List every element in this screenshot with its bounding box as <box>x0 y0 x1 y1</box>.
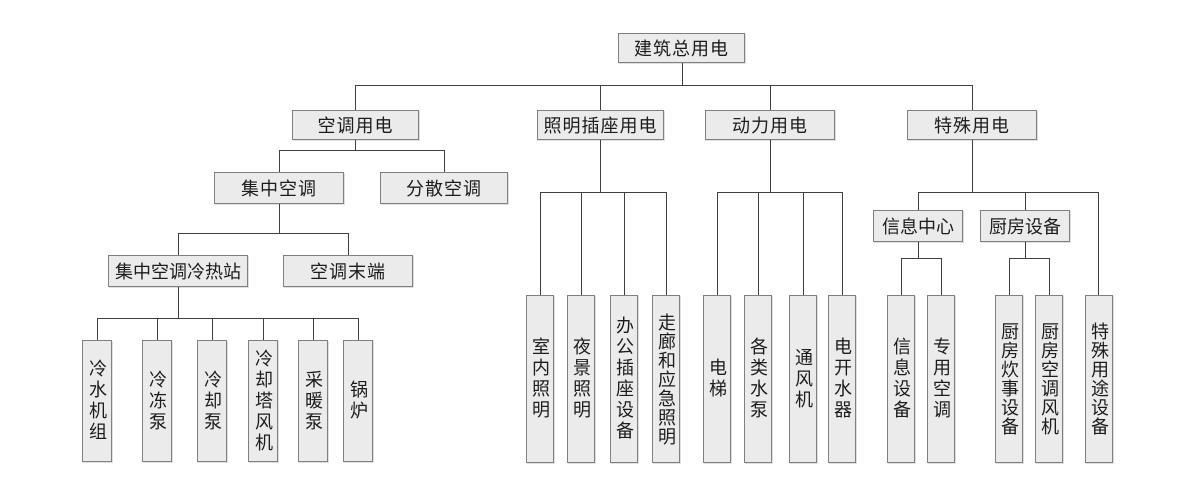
node-info-center: 信息中心 <box>873 210 963 242</box>
connector-line <box>600 85 601 110</box>
node-elevator: 电梯 <box>703 295 731 463</box>
connector-line <box>1025 192 1026 210</box>
connector-line <box>600 140 601 192</box>
node-ac-terminal: 空调末端 <box>283 255 413 287</box>
node-corridor-emergency-lighting: 走廊和应急照明 <box>652 295 680 463</box>
connector-line <box>972 85 973 110</box>
connector-line <box>666 192 667 295</box>
node-kitchen-ac-fan: 厨房空调风机 <box>1035 295 1063 463</box>
connector-line <box>770 140 771 192</box>
connector-line <box>1098 192 1099 295</box>
connector-line <box>918 192 1099 193</box>
connector-line <box>212 318 213 340</box>
connector-line <box>682 63 683 85</box>
connector-line <box>279 150 280 172</box>
connector-line <box>97 318 98 340</box>
connector-line <box>972 140 973 192</box>
connector-line <box>279 150 445 151</box>
node-night-lighting: 夜景照明 <box>567 295 595 463</box>
connector-line <box>1049 258 1050 295</box>
connector-line <box>540 192 667 193</box>
node-motive-power: 动力用电 <box>705 110 835 140</box>
node-special-power: 特殊用电 <box>907 110 1037 140</box>
connector-line <box>717 192 843 193</box>
connector-line <box>358 318 359 340</box>
node-special-purpose-equipment: 特殊用途设备 <box>1085 295 1113 463</box>
connector-line <box>355 140 356 150</box>
connector-line <box>581 192 582 295</box>
connector-line <box>1009 258 1050 259</box>
node-electric-water-heater: 电开水器 <box>828 295 856 463</box>
connector-line <box>444 150 445 172</box>
node-central-ac: 集中空调 <box>214 172 344 204</box>
node-distributed-ac: 分散空调 <box>380 172 508 204</box>
connector-line <box>263 318 264 340</box>
connector-line <box>1025 242 1026 258</box>
node-ac-power: 空调用电 <box>292 110 419 140</box>
connector-line <box>901 258 942 259</box>
connector-line <box>97 318 359 319</box>
node-water-pumps: 各类水泵 <box>744 295 772 463</box>
connector-line <box>918 192 919 210</box>
node-office-socket-equipment: 办公插座设备 <box>610 295 638 463</box>
node-boiler: 锅炉 <box>343 340 373 462</box>
connector-line <box>758 192 759 295</box>
connector-line <box>1009 258 1010 295</box>
node-central-ac-plant: 集中空调冷热站 <box>108 255 248 287</box>
connector-line <box>313 318 314 340</box>
node-lighting-socket-power: 照明插座用电 <box>537 110 664 140</box>
node-cooling-tower-fan: 冷却塔风机 <box>248 340 278 462</box>
connector-line <box>540 192 541 295</box>
connector-line <box>157 318 158 340</box>
connector-line <box>279 204 280 233</box>
connector-line <box>355 85 356 110</box>
connector-line <box>348 233 349 255</box>
connector-line <box>842 192 843 295</box>
connector-line <box>918 242 919 258</box>
node-building-total-power: 建筑总用电 <box>618 33 745 63</box>
connector-line <box>355 85 973 86</box>
node-ventilation-fan: 通风机 <box>789 295 817 463</box>
node-dedicated-ac: 专用空调 <box>927 295 955 463</box>
node-kitchen-equipment: 厨房设备 <box>980 210 1070 242</box>
connector-line <box>178 287 179 318</box>
connector-line <box>717 192 718 295</box>
node-chiller-unit: 冷水机组 <box>82 340 112 462</box>
node-heating-pump: 采暖泵 <box>298 340 328 462</box>
node-info-equipment: 信息设备 <box>887 295 915 463</box>
node-kitchen-cooking-equipment: 厨房炊事设备 <box>995 295 1023 463</box>
node-chilled-water-pump: 冷冻泵 <box>142 340 172 462</box>
connector-line <box>941 258 942 295</box>
node-indoor-lighting: 室内照明 <box>526 295 554 463</box>
connector-line <box>624 192 625 295</box>
connector-line <box>178 233 179 255</box>
connector-line <box>901 258 902 295</box>
connector-line <box>178 233 349 234</box>
connector-line <box>770 85 771 110</box>
connector-line <box>803 192 804 295</box>
node-cooling-water-pump: 冷却泵 <box>197 340 227 462</box>
